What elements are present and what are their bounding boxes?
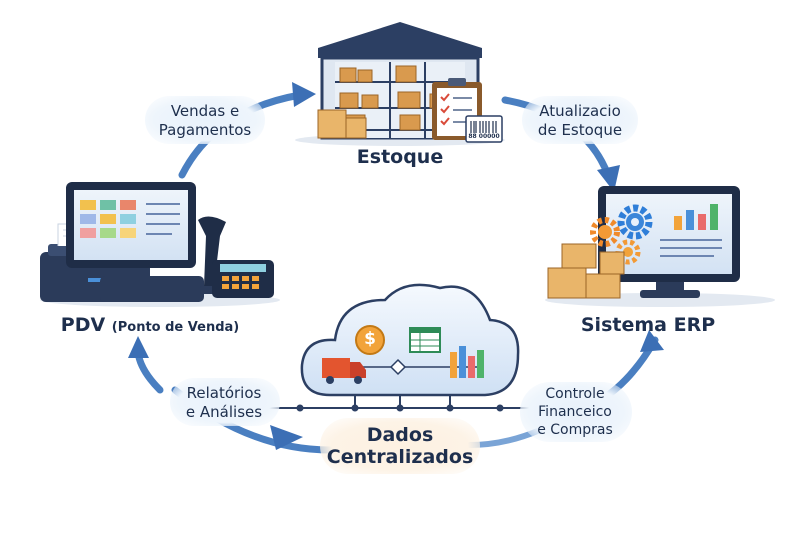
flow-label-controle-line3: e Compras — [537, 422, 613, 438]
node-label-dados-line2: Centralizados — [326, 446, 474, 468]
flow-label-controle-line1: Controle — [545, 386, 605, 402]
node-label-pdv-sub: (Ponto de Venda) — [111, 320, 240, 335]
flow-label-atualizacao-line2: de Estoque — [537, 121, 623, 139]
flow-label-vendas-line1: Vendas e — [170, 102, 240, 120]
flow-pill-controle — [520, 382, 632, 442]
dados-pill — [320, 418, 480, 474]
truck-icon — [322, 358, 366, 384]
bar-chart-icon — [450, 346, 484, 378]
flow-label-atualizacao-line1: Atualizacio — [539, 102, 621, 120]
node-label-erp: Sistema ERP — [580, 314, 716, 336]
flow-pill-vendas — [145, 96, 265, 144]
spreadsheet-icon — [409, 327, 441, 353]
barcode-number: 88 00000 — [468, 133, 500, 140]
flow-label-controle: Controle Financeico e Compras — [523, 385, 627, 439]
coin-dollar-sign: $ — [364, 329, 376, 349]
flow-label-atualizacao: Atualizacio de Estoque — [525, 102, 635, 140]
flow-label-vendas-line2: Pagamentos — [158, 121, 252, 139]
flow-label-vendas: Vendas e Pagamentos — [150, 102, 260, 140]
pos-terminal-icon — [40, 182, 280, 307]
flow-label-controle-line2: Financeico — [538, 404, 612, 420]
node-label-pdv-main: PDV — [60, 314, 106, 336]
node-label-dados: Dados Centralizados — [320, 424, 480, 468]
flow-label-relatorios-line1: Relatórios — [186, 384, 262, 402]
flow-label-relatorios-line2: e Análises — [185, 403, 263, 421]
flow-pill-atualizacao — [522, 96, 638, 144]
node-label-dados-line1: Dados — [366, 424, 434, 446]
flow-label-relatorios: Relatórios e Análises — [172, 384, 276, 422]
flow-pill-relatorios — [170, 378, 280, 426]
cloud-icon — [260, 283, 545, 412]
coin-icon — [355, 325, 385, 355]
boxes-icon — [547, 243, 625, 299]
barcode-label-icon — [465, 115, 503, 143]
node-label-estoque: Estoque — [356, 146, 444, 168]
node-label-pdv: PDV (Ponto de Venda) — [40, 314, 260, 336]
